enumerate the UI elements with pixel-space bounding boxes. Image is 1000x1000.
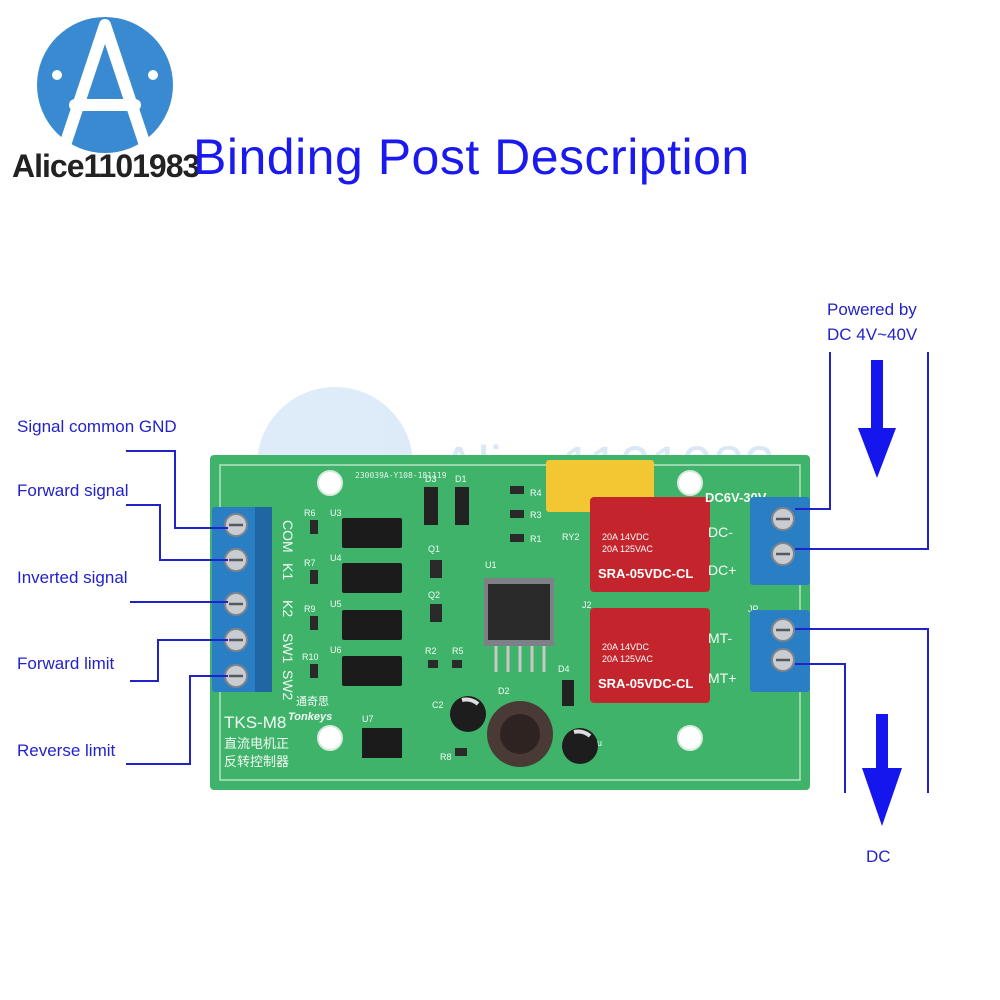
svg-text:20A 125VAC: 20A 125VAC (602, 544, 653, 554)
label-powered-by: Powered by (827, 300, 917, 319)
svg-text:R4: R4 (530, 488, 542, 498)
svg-text:C2: C2 (432, 700, 444, 710)
svg-text:反转控制器: 反转控制器 (224, 754, 289, 769)
brand-name: Alice1101983 (12, 148, 200, 184)
right-terminal-motor (750, 610, 810, 692)
right-terminal-power (750, 497, 810, 585)
svg-text:COM: COM (280, 520, 296, 553)
svg-text:RY2: RY2 (562, 532, 579, 542)
svg-text:R9: R9 (304, 604, 316, 614)
svg-text:DC+: DC+ (708, 562, 736, 578)
svg-text:SRA-05VDC-CL: SRA-05VDC-CL (598, 676, 693, 691)
brand-logo-icon (37, 17, 173, 153)
chip-u7 (362, 728, 402, 758)
svg-text:R3: R3 (530, 510, 542, 520)
svg-text:R5: R5 (452, 646, 464, 656)
svg-text:Q2: Q2 (428, 590, 440, 600)
page-title: Binding Post Description (193, 129, 750, 185)
label-inverted-signal: Inverted signal (17, 568, 128, 587)
left-terminal-block (212, 507, 272, 692)
dc-arrow-icon (862, 714, 902, 826)
svg-text:JP: JP (748, 604, 759, 614)
optocouplers (342, 518, 402, 686)
diode-d4 (562, 680, 574, 706)
label-forward-limit: Forward limit (17, 654, 115, 673)
svg-text:R8: R8 (440, 752, 452, 762)
svg-text:SW2: SW2 (280, 670, 296, 701)
svg-text:R6: R6 (304, 508, 316, 518)
svg-text:R7: R7 (304, 558, 316, 568)
svg-text:R1: R1 (530, 534, 542, 544)
relay-1: 20A 14VDC 20A 125VAC SRA-05VDC-CL (590, 497, 710, 592)
svg-text:TKS-M8: TKS-M8 (224, 713, 286, 732)
mounting-holes (317, 470, 703, 751)
serial-text: 230039A-Y108-181119 (355, 471, 447, 480)
svg-text:SW1: SW1 (280, 633, 296, 664)
svg-text:J2: J2 (582, 600, 592, 610)
svg-text:20A 14VDC: 20A 14VDC (602, 642, 650, 652)
svg-text:SRA-05VDC-CL: SRA-05VDC-CL (598, 566, 693, 581)
svg-text:R10: R10 (302, 652, 319, 662)
svg-text:R2: R2 (425, 646, 437, 656)
svg-text:U5: U5 (330, 599, 342, 609)
svg-text:U4: U4 (330, 553, 342, 563)
diode-d3 (424, 487, 438, 525)
svg-text:20A 125VAC: 20A 125VAC (602, 654, 653, 664)
label-forward-signal: Forward signal (17, 481, 129, 500)
label-dc: DC (866, 847, 891, 866)
svg-text:直流电机正: 直流电机正 (224, 736, 289, 751)
svg-text:MT+: MT+ (708, 670, 736, 686)
svg-text:Tonkeys: Tonkeys (288, 711, 332, 723)
svg-text:Q1: Q1 (428, 544, 440, 554)
label-reverse-limit: Reverse limit (17, 741, 116, 760)
relay-2: 20A 14VDC 20A 125VAC SRA-05VDC-CL (590, 608, 710, 703)
svg-text:D2: D2 (498, 686, 510, 696)
svg-text:U6: U6 (330, 645, 342, 655)
label-power-range: DC 4V~40V (827, 325, 918, 344)
label-signal-common-gnd: Signal common GND (17, 417, 177, 436)
svg-text:DC-: DC- (708, 524, 733, 540)
board-model-labels: TKS-M8 直流电机正 反转控制器 通奇思 Tonkeys (224, 695, 332, 769)
svg-text:D3: D3 (425, 474, 437, 484)
svg-text:20A 14VDC: 20A 14VDC (602, 532, 650, 542)
svg-text:K2: K2 (280, 600, 296, 617)
svg-text:K1: K1 (280, 563, 296, 580)
svg-text:D4: D4 (558, 664, 570, 674)
smd-components (310, 486, 524, 756)
left-leader-lines (126, 450, 228, 765)
svg-text:D1: D1 (455, 474, 467, 484)
svg-text:MT-: MT- (708, 630, 732, 646)
left-terminal-labels: COM K1 K2 SW1 SW2 (280, 520, 296, 701)
svg-text:U3: U3 (330, 508, 342, 518)
regulator-u1 (484, 578, 554, 672)
right-leader-lines (795, 352, 929, 793)
svg-text:U7: U7 (362, 714, 374, 724)
power-arrow-icon (858, 360, 896, 478)
svg-text:通奇思: 通奇思 (296, 695, 329, 708)
diode-d1 (455, 487, 469, 525)
svg-text:U1: U1 (485, 560, 497, 570)
